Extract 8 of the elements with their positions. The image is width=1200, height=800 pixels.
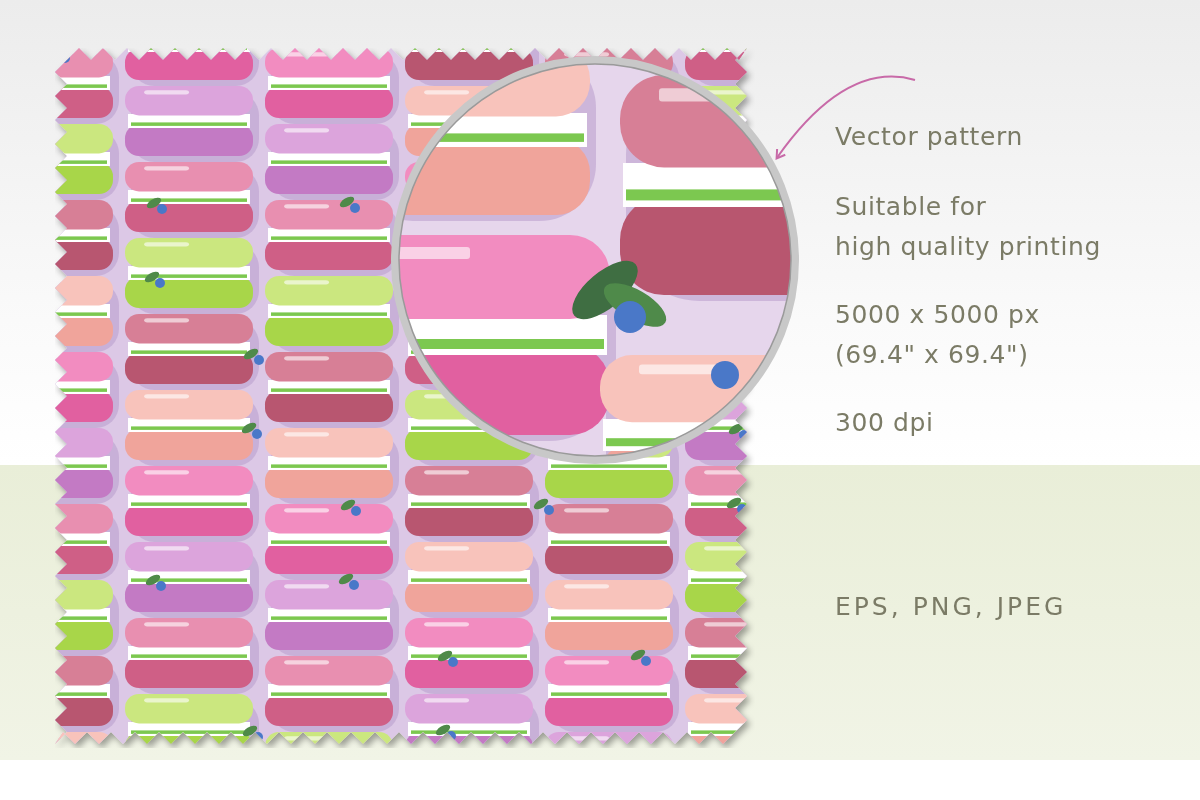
feature-text: (69.4" x 69.4")	[835, 340, 1029, 369]
feature-text: 300 dpi	[835, 408, 934, 437]
feature-text: Suitable for	[835, 192, 987, 221]
feature-text: EPS, PNG, JPEG	[835, 592, 1067, 621]
feature-text: Vector pattern	[835, 122, 1023, 151]
feature-text: high quality printing	[835, 232, 1101, 261]
feature-text: 5000 x 5000 px	[835, 300, 1040, 329]
arrow	[775, 75, 916, 160]
